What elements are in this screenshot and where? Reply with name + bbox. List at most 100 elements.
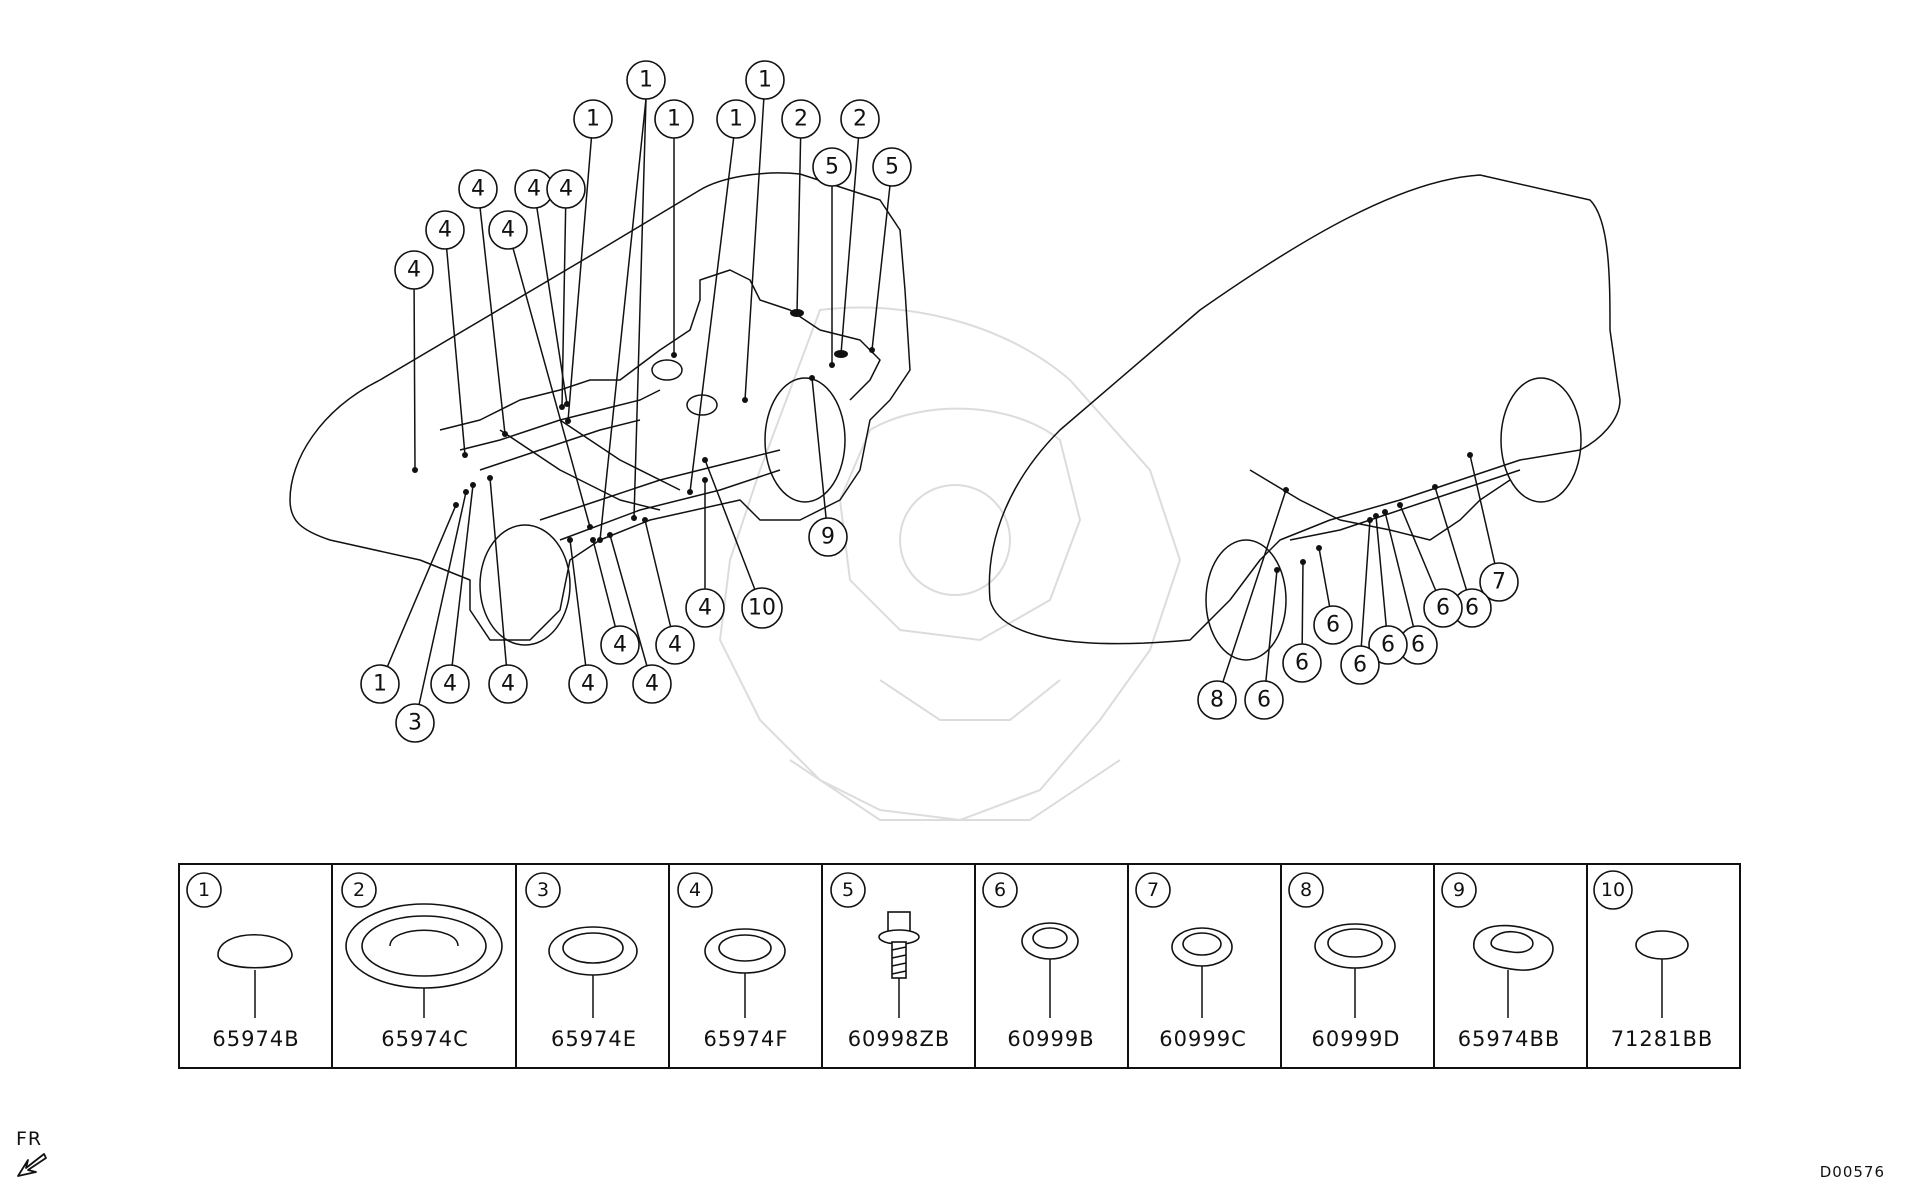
callout-3: 3: [395, 703, 435, 743]
svg-text:6: 6: [1353, 653, 1367, 678]
part-number: 60999C: [1159, 1027, 1246, 1051]
svg-text:4: 4: [471, 177, 485, 202]
table-cell-4: 4 65974F: [677, 872, 789, 1051]
callout-10: 10: [741, 587, 783, 629]
callout-1-b: 1: [745, 60, 785, 100]
callout-1-e: 1: [716, 99, 756, 139]
front-arrow-icon: [17, 1153, 47, 1177]
callout-7: 7: [1479, 562, 1519, 602]
callout-4-j: 4: [568, 664, 608, 704]
svg-text:6: 6: [1257, 688, 1271, 713]
cell-index: 8: [1300, 879, 1312, 901]
left-callouts: 1 1 1 1 1 2 2 5 5 4 4 4 4 4 9 10 4 4 4 4…: [360, 60, 912, 743]
table-cell-2: 2 65974C: [341, 872, 503, 1051]
part-number: 71281BB: [1611, 1027, 1714, 1051]
svg-text:6: 6: [1465, 596, 1479, 621]
svg-text:2: 2: [853, 107, 867, 132]
callout-4-c: 4: [458, 169, 498, 209]
callout-6-h: 6: [1244, 680, 1284, 720]
svg-text:4: 4: [613, 633, 627, 658]
svg-text:5: 5: [885, 155, 899, 180]
callout-4-a: 4: [394, 250, 434, 290]
svg-text:4: 4: [645, 672, 659, 697]
svg-text:4: 4: [443, 672, 457, 697]
left-vehicle-underbody: [289, 172, 911, 646]
table-cell-6: 6 60999B: [982, 872, 1094, 1051]
right-callouts: 7 6 6 6 6 6 6 6 6 8 6: [1197, 452, 1519, 720]
parts-table: 1 65974B 2 65974C 3: [178, 863, 1741, 1069]
right-leader-dots: [1274, 452, 1473, 573]
part-number: 60998ZB: [848, 1027, 951, 1051]
callout-4-f: 4: [685, 588, 725, 628]
callout-4-d: 4: [514, 169, 554, 209]
round-grommet-icon: [1171, 927, 1233, 1018]
svg-text:4: 4: [407, 258, 421, 283]
cell-index: 4: [689, 879, 701, 901]
table-dividers: [331, 864, 1588, 1068]
callout-4-l: 4: [430, 664, 470, 704]
callout-2-a: 2: [781, 99, 821, 139]
part-number: 60999B: [1007, 1027, 1094, 1051]
svg-text:4: 4: [527, 177, 541, 202]
front-direction-label: FR: [16, 1128, 43, 1150]
cell-index: 1: [198, 879, 210, 901]
svg-text:1: 1: [758, 68, 772, 93]
svg-text:10: 10: [748, 596, 776, 621]
slotted-grommet-icon: [1473, 924, 1554, 1018]
cell-index: 3: [537, 879, 549, 901]
svg-text:8: 8: [1210, 688, 1224, 713]
callout-1-a: 1: [626, 60, 666, 100]
svg-text:7: 7: [1492, 570, 1506, 595]
svg-text:2: 2: [794, 107, 808, 132]
part-number: 65974C: [381, 1027, 468, 1051]
callout-4-k: 4: [488, 664, 528, 704]
part-number: 60999D: [1312, 1027, 1401, 1051]
bolt-icon: [878, 911, 920, 1018]
svg-text:4: 4: [501, 672, 515, 697]
flat-seal-icon: [1635, 930, 1689, 1018]
callout-1-d: 1: [654, 99, 694, 139]
callout-4-b: 4: [425, 210, 465, 250]
svg-text:4: 4: [698, 596, 712, 621]
cell-index: 9: [1453, 879, 1465, 901]
diagram-reference-code: D00576: [1819, 1163, 1885, 1181]
svg-text:4: 4: [438, 218, 452, 243]
table-cell-3: 3 65974E: [525, 872, 638, 1051]
part-number: 65974F: [704, 1027, 789, 1051]
leader-dots: [412, 347, 875, 543]
watermark-emblem: [718, 306, 1182, 822]
callout-6-d: 6: [1368, 625, 1408, 665]
oval-grommet-icon: [548, 926, 638, 1018]
cell-index: 2: [353, 879, 365, 901]
part-number: 65974B: [212, 1027, 299, 1051]
right-vehicle-side: [988, 174, 1621, 661]
part-number: 65974BB: [1458, 1027, 1561, 1051]
svg-text:4: 4: [501, 218, 515, 243]
svg-text:4: 4: [559, 177, 573, 202]
svg-text:1: 1: [729, 107, 743, 132]
callout-4-m: 4: [546, 169, 586, 209]
callout-8: 8: [1197, 680, 1237, 720]
table-cell-1: 1 65974B: [186, 872, 299, 1051]
callout-6-e: 6: [1340, 645, 1380, 685]
oval-grommet-small-icon: [704, 928, 786, 1018]
svg-text:1: 1: [586, 107, 600, 132]
cell-index: 5: [842, 879, 854, 901]
svg-text:6: 6: [1381, 633, 1395, 658]
part-number: 65974E: [551, 1027, 637, 1051]
svg-text:9: 9: [821, 525, 835, 550]
callout-4-g: 4: [655, 625, 695, 665]
callout-6-c: 6: [1398, 625, 1438, 665]
svg-text:5: 5: [825, 155, 839, 180]
plug-cap-icon: [217, 933, 293, 1018]
callout-4-i: 4: [600, 625, 640, 665]
callout-5-a: 5: [812, 147, 852, 187]
round-grommet-large-icon: [1314, 923, 1396, 1018]
callout-1-c: 1: [573, 99, 613, 139]
svg-text:3: 3: [408, 711, 422, 736]
callout-4-h: 4: [632, 664, 672, 704]
cell-index: 6: [994, 879, 1006, 901]
svg-text:6: 6: [1295, 651, 1309, 676]
